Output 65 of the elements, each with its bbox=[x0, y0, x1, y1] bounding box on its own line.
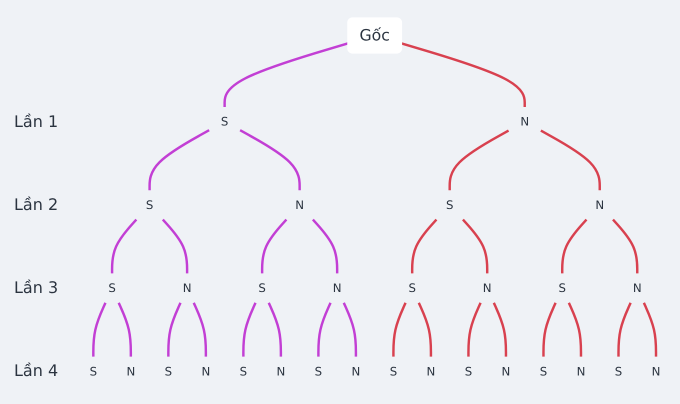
connector bbox=[167, 302, 182, 357]
level-label: Lần 2 bbox=[14, 194, 58, 214]
node-text: S bbox=[90, 364, 98, 378]
node-text: N bbox=[482, 281, 492, 296]
node-text: N bbox=[352, 364, 360, 378]
node-text: N bbox=[595, 198, 604, 212]
node-text: N bbox=[520, 114, 530, 129]
node-text: N bbox=[276, 364, 286, 378]
connector bbox=[418, 302, 432, 357]
connector bbox=[192, 302, 208, 357]
node-text: S bbox=[614, 364, 622, 378]
node-text: S bbox=[258, 281, 266, 296]
node-text: N bbox=[426, 364, 436, 378]
node-text: S bbox=[558, 281, 566, 296]
connector bbox=[448, 130, 510, 190]
node-text: S bbox=[446, 198, 454, 212]
connector bbox=[260, 218, 288, 274]
connector bbox=[312, 218, 338, 274]
node-box: Gốc bbox=[347, 17, 402, 54]
node-text: S bbox=[146, 198, 154, 212]
connector bbox=[617, 302, 632, 357]
connector bbox=[612, 218, 638, 274]
connector bbox=[540, 130, 601, 190]
connector bbox=[317, 302, 332, 357]
node-text: N bbox=[332, 281, 342, 296]
connector bbox=[492, 302, 508, 357]
node-text: S bbox=[408, 281, 416, 296]
node-text: N bbox=[502, 364, 510, 378]
node-text: N bbox=[652, 364, 660, 378]
node-text: N bbox=[126, 364, 136, 378]
connector bbox=[342, 302, 358, 357]
connector bbox=[542, 302, 557, 357]
connector bbox=[162, 218, 188, 274]
connector bbox=[467, 302, 482, 357]
connector bbox=[462, 218, 488, 274]
node-text: N bbox=[295, 198, 304, 212]
connector bbox=[148, 129, 210, 190]
connector bbox=[392, 302, 407, 357]
connector bbox=[568, 302, 582, 357]
node-text: N bbox=[201, 364, 210, 378]
connector bbox=[268, 302, 282, 357]
level-label: Lần 4 bbox=[14, 361, 58, 380]
node-text: S bbox=[464, 364, 472, 378]
connector bbox=[561, 218, 588, 274]
node-text: S bbox=[314, 364, 322, 378]
node-text: S bbox=[220, 114, 228, 129]
level-label: Lần 1 bbox=[14, 112, 58, 131]
connector bbox=[240, 129, 301, 190]
node-text: N bbox=[182, 281, 192, 296]
node-text: N bbox=[576, 364, 586, 378]
connector bbox=[92, 302, 107, 357]
connector bbox=[223, 42, 348, 107]
connector bbox=[118, 302, 132, 357]
connector bbox=[401, 42, 526, 107]
node-text: N bbox=[632, 281, 642, 296]
node-text: S bbox=[540, 364, 548, 378]
connector bbox=[242, 302, 257, 357]
level-label: Lần 3 bbox=[14, 278, 58, 298]
node-text: S bbox=[240, 364, 248, 378]
node-text: S bbox=[164, 364, 172, 378]
connector bbox=[410, 218, 438, 274]
connector bbox=[642, 302, 658, 357]
connector bbox=[110, 218, 138, 274]
node-text: S bbox=[108, 281, 116, 296]
node-text: S bbox=[390, 364, 398, 378]
